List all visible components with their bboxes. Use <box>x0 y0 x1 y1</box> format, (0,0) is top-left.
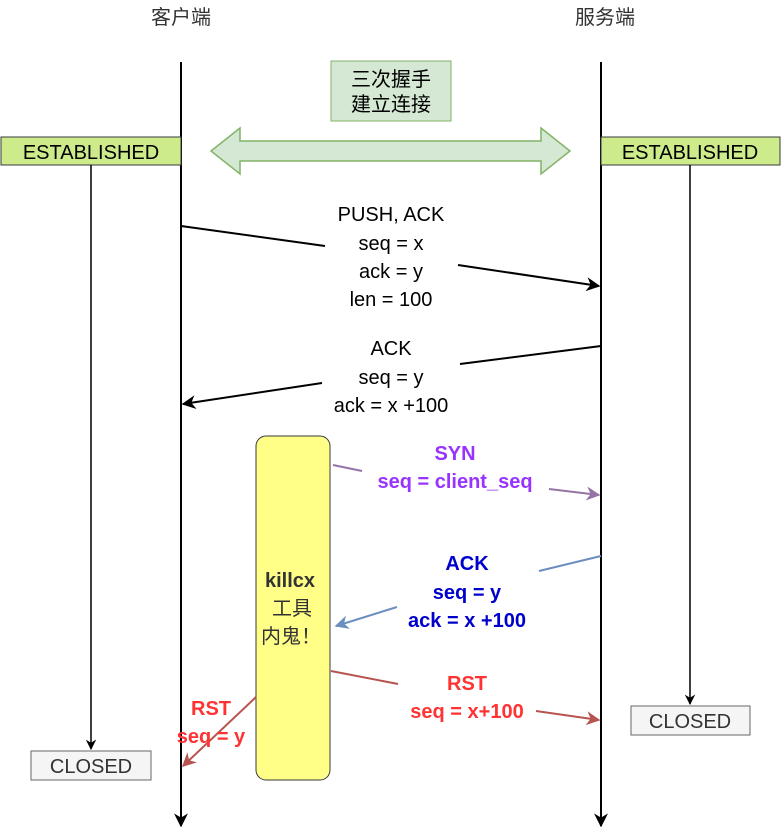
rst-server-arrow-seg1 <box>330 670 399 685</box>
push-line4: len = 100 <box>350 289 433 311</box>
syn-line1: SYN <box>434 443 475 465</box>
server-closed-box <box>630 705 751 736</box>
rst-client-arrow <box>181 696 257 767</box>
client-header: 客户端 <box>151 5 211 29</box>
server-established-label: ESTABLISHED <box>622 142 758 164</box>
rst-server-arrow-seg2 <box>535 710 601 726</box>
ack-line1: ACK <box>370 338 412 360</box>
ack2-line2: seq = y <box>433 582 502 604</box>
handshake-box <box>330 60 452 122</box>
handshake-line1: 三次握手 <box>351 67 431 91</box>
killcx-line3: 内鬼！ <box>261 624 321 648</box>
rst-server-line2: seq = x+100 <box>410 701 523 723</box>
client-closed-label: CLOSED <box>50 756 132 778</box>
ack2-line3: ack = x +100 <box>408 610 526 632</box>
syn-arrow-seg1 <box>332 464 363 472</box>
ack2-arrow-seg1 <box>538 555 602 572</box>
ack2-line1: ACK <box>445 553 489 575</box>
server-established-box <box>600 136 781 166</box>
ack2-arrow-seg2 <box>334 606 398 629</box>
killcx-line2: 工具 <box>272 596 312 620</box>
rst-client-line2: seq = y <box>177 726 246 748</box>
server-closed-label: CLOSED <box>649 711 731 733</box>
ack-arrow-seg1 <box>459 345 602 365</box>
ack-arrow-seg2 <box>181 382 323 410</box>
push-line2: seq = x <box>358 233 423 255</box>
push-arrow-seg2 <box>457 264 601 292</box>
ack-line2: seq = y <box>358 367 423 389</box>
syn-line2: seq = client_seq <box>377 471 532 493</box>
rst-server-line1: RST <box>447 673 487 695</box>
client-closed-box <box>30 750 152 781</box>
rst-client-line1: RST <box>191 698 231 720</box>
server-header: 服务端 <box>575 5 635 29</box>
killcx-name: killcx <box>265 570 315 592</box>
handshake-double-arrow <box>209 126 572 176</box>
handshake-line2: 建立连接 <box>351 92 431 116</box>
push-line1: PUSH, ACK <box>338 204 445 226</box>
client-established-label: ESTABLISHED <box>23 142 159 164</box>
ack-line3: ack = x +100 <box>334 395 449 417</box>
push-line3: ack = y <box>359 261 423 283</box>
push-arrow-seg1 <box>180 225 326 247</box>
syn-arrow-seg2 <box>548 486 601 501</box>
client-established-box <box>0 136 182 166</box>
killcx-tool-box <box>255 435 331 781</box>
